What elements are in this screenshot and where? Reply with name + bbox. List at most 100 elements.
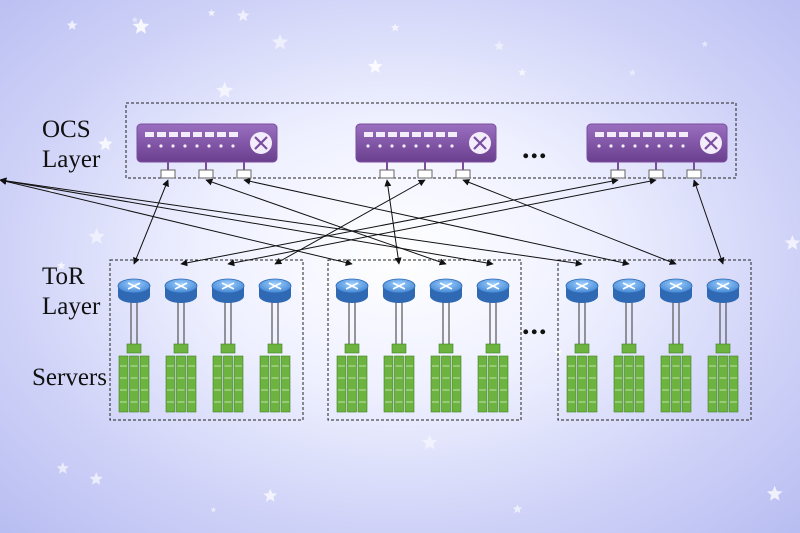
tor-label-line1: ToR (42, 263, 85, 290)
port-slot (376, 132, 385, 137)
server-unit (577, 355, 587, 413)
port-led (438, 144, 442, 148)
server-unit (624, 355, 634, 413)
ocs-layer (136, 123, 728, 179)
star-icon (554, 347, 563, 356)
server-top (126, 343, 142, 354)
port-slot (145, 132, 154, 137)
servers-label: Servers (32, 364, 107, 391)
star-icon (236, 9, 250, 22)
port-led (645, 144, 649, 148)
server-top (668, 343, 684, 354)
router-arrows (127, 282, 141, 290)
pod-2 (335, 278, 510, 413)
port-led (414, 144, 418, 148)
ocs-switch-1 (136, 123, 278, 179)
server-unit (259, 355, 270, 413)
server-top (344, 343, 360, 354)
router-arrows (716, 282, 730, 290)
port-led (609, 144, 613, 148)
port-slot (619, 132, 628, 137)
tor-layer-label: ToR Layer (42, 262, 100, 322)
server-unit (357, 355, 368, 413)
star-icon (766, 485, 783, 501)
port-led (450, 144, 454, 148)
server-unit (660, 355, 671, 413)
port-led (378, 144, 382, 148)
port-led (195, 144, 199, 148)
port-connector (610, 169, 626, 179)
server-unit (165, 355, 176, 413)
port-led (402, 144, 406, 148)
link-line (205, 178, 447, 266)
port-slot (448, 132, 457, 137)
server-top (438, 343, 454, 354)
server-top (173, 343, 189, 354)
star-icon (367, 58, 383, 73)
port-slot (607, 132, 616, 137)
server-unit (394, 355, 404, 413)
port-slot (595, 132, 604, 137)
server-unit (498, 355, 509, 413)
router-arrows (575, 282, 589, 290)
server-unit (671, 355, 681, 413)
port-led (597, 144, 601, 148)
star-icon (207, 9, 216, 17)
port-led (147, 144, 151, 148)
router-arrows (345, 282, 359, 290)
router-arrows (439, 282, 453, 290)
port-slot (643, 132, 652, 137)
port-slot (157, 132, 166, 137)
star-icon (518, 68, 527, 76)
link-line (692, 179, 725, 265)
star-icon (271, 33, 289, 50)
star-icon (628, 68, 637, 77)
ocs-switch-2 (355, 123, 497, 179)
link-line (0, 177, 494, 267)
crossbar-arrows (704, 136, 718, 150)
port-slot (217, 132, 226, 137)
pod-ellipsis: ... (522, 308, 548, 341)
star-icon (390, 23, 400, 32)
port-connector (417, 169, 433, 179)
server-unit (336, 355, 347, 413)
port-led (366, 144, 370, 148)
port-led (207, 144, 211, 148)
port-slot (400, 132, 409, 137)
port-led (621, 144, 625, 148)
server-unit (280, 355, 291, 413)
server-top (715, 343, 731, 354)
server-unit (430, 355, 441, 413)
crossbar-arrows (254, 136, 268, 150)
router-arrows (174, 282, 188, 290)
ocs-label-line1: OCS (42, 116, 91, 143)
port-slot (388, 132, 397, 137)
router-arrows (486, 282, 500, 290)
star-icon (98, 136, 113, 151)
server-top (220, 343, 236, 354)
ocs-label-line2: Layer (42, 146, 101, 173)
star-icon (66, 19, 78, 30)
router-arrows (221, 282, 235, 290)
port-led (171, 144, 175, 148)
port-led (669, 144, 673, 148)
server-unit (488, 355, 498, 413)
server-unit (566, 355, 577, 413)
port-slot (169, 132, 178, 137)
link-line (243, 177, 630, 267)
server-unit (441, 355, 451, 413)
star-icon (295, 281, 308, 293)
server-unit (212, 355, 223, 413)
port-slot (229, 132, 238, 137)
port-connector (379, 169, 395, 179)
port-led (159, 144, 163, 148)
star-icon (56, 461, 70, 474)
server-top (267, 343, 283, 354)
router-arrows (268, 282, 282, 290)
tor-label-line2: Layer (42, 293, 101, 320)
port-connector (648, 169, 664, 179)
server-unit (634, 355, 645, 413)
port-connector (198, 169, 214, 179)
router-arrows (392, 282, 406, 290)
